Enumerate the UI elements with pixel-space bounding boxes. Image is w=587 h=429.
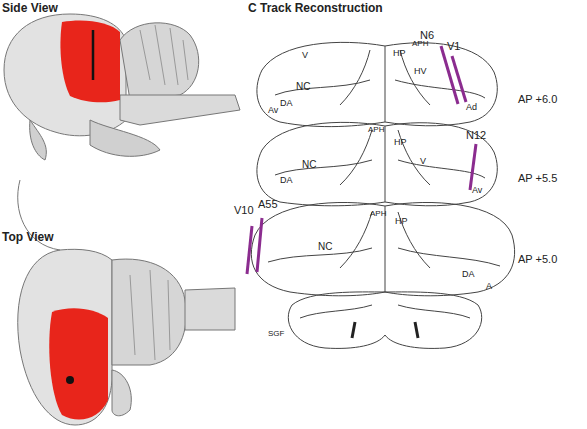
tectum-track <box>352 322 355 338</box>
section-label: AP +5.0 <box>518 254 557 265</box>
section-label: V1 <box>447 41 460 52</box>
section-label: Av <box>268 106 278 115</box>
section-label: Av <box>472 186 482 195</box>
section-label: N12 <box>466 130 486 141</box>
side-view-brain <box>4 14 240 160</box>
section-label: Ad <box>466 103 477 112</box>
section-label: V <box>420 157 426 166</box>
top-view-brain <box>18 180 235 425</box>
section-label: APH <box>370 210 386 218</box>
coronal-sections <box>251 42 514 348</box>
section-label: DA <box>462 270 475 279</box>
section-label: HV <box>414 67 427 76</box>
recording-region <box>60 20 120 102</box>
section-label: SGF <box>268 330 284 338</box>
section-label: HP <box>393 49 406 58</box>
section-label: DA <box>280 99 293 108</box>
section-label: C Track Reconstruction <box>248 2 383 14</box>
section-label: HP <box>394 138 407 147</box>
penetration-dot <box>66 376 74 384</box>
section-label: NC <box>296 82 310 92</box>
section-label: AP +6.0 <box>518 94 557 105</box>
recording-region-top <box>49 308 108 419</box>
section-label: APH <box>368 126 384 134</box>
section-label: NC <box>302 160 316 170</box>
section-label: Top View <box>2 231 54 243</box>
section-label: V <box>302 51 308 60</box>
section-label: A55 <box>258 199 278 210</box>
section-label: AP +5.5 <box>518 173 557 184</box>
electrode-track <box>92 30 95 80</box>
section-label: V10 <box>234 205 254 216</box>
section-label: APH <box>412 40 428 48</box>
section-label: DA <box>280 176 293 185</box>
tectum-track <box>415 322 418 338</box>
section-label: Side View <box>2 2 58 14</box>
section-label: HP <box>395 217 408 226</box>
section-label: NC <box>318 242 332 252</box>
section-label: A <box>486 282 492 291</box>
recording-tracks <box>247 46 476 274</box>
